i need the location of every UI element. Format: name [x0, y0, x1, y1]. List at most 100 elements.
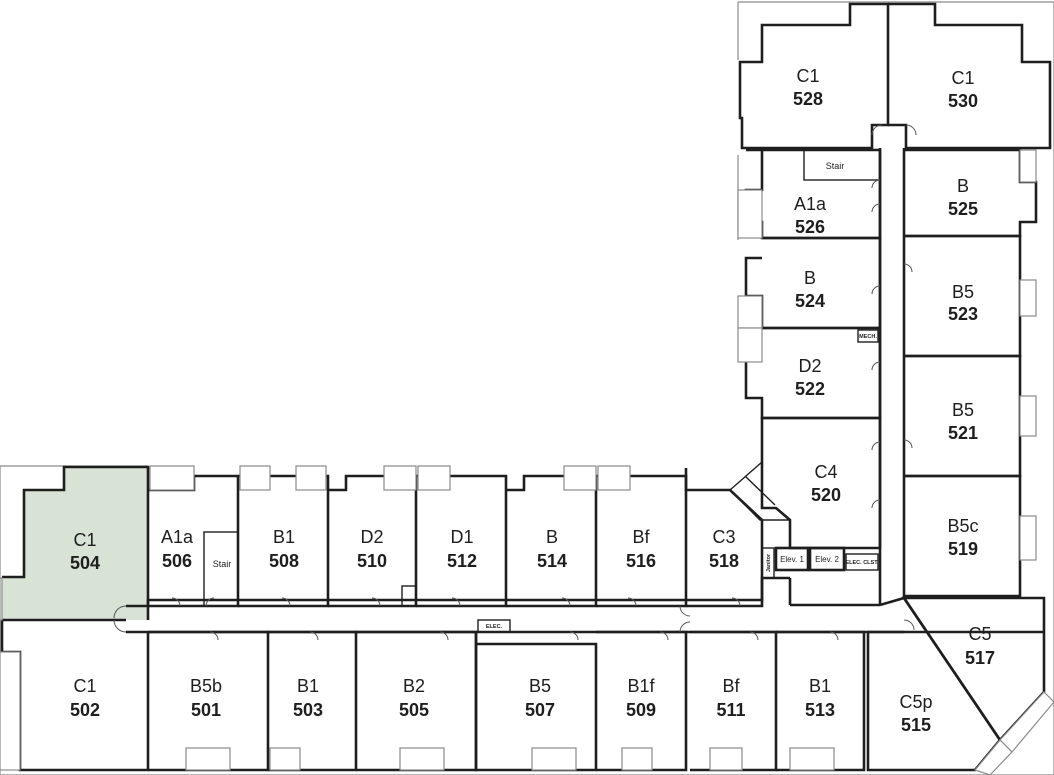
- unit-511[interactable]: Bf 511: [716, 676, 745, 720]
- unit-number-label: 519: [948, 539, 978, 559]
- unit-type-label: B: [957, 176, 969, 196]
- unit-type-label: B1f: [627, 676, 655, 696]
- unit-number-label: 521: [948, 423, 978, 443]
- unit-number-label: 515: [901, 715, 931, 735]
- unit-type-label: C4: [814, 462, 837, 482]
- unit-type-label: C1: [951, 68, 974, 88]
- unit-type-label: B1: [809, 676, 831, 696]
- door-swings: [113, 124, 917, 641]
- unit-type-label: C1: [796, 66, 819, 86]
- west-wing-windows: [0, 465, 835, 771]
- unit-number-label: 512: [447, 551, 477, 571]
- unit-number-label: 509: [626, 700, 656, 720]
- unit-type-label: B1: [297, 676, 319, 696]
- unit-type-label: C5p: [899, 692, 932, 712]
- unit-type-label: A1a: [161, 527, 194, 547]
- north-wing-windows: [737, 149, 1037, 561]
- unit-number-label: 503: [293, 700, 323, 720]
- unit-type-label: D1: [450, 527, 473, 547]
- unit-number-label: 528: [793, 89, 823, 109]
- unit-504-highlight: [2, 467, 148, 620]
- west-wing-walls: [0, 465, 1044, 772]
- unit-number-label: 507: [525, 700, 555, 720]
- unit-number-label: 523: [948, 304, 978, 324]
- unit-type-label: C5: [968, 624, 991, 644]
- unit-type-label: B: [546, 527, 558, 547]
- unit-number-label: 522: [795, 379, 825, 399]
- janitor-label: Janitor: [766, 553, 772, 572]
- unit-type-label: B5: [529, 676, 551, 696]
- unit-type-label: B5: [952, 282, 974, 302]
- unit-type-label: Bf: [722, 676, 740, 696]
- unit-number-label: 501: [191, 700, 221, 720]
- unit-type-label: C3: [712, 527, 735, 547]
- elec-closet-label: ELEC. CLST.: [845, 560, 878, 566]
- unit-number-label: 508: [269, 551, 299, 571]
- elec-label: ELEC.: [486, 624, 503, 630]
- elevator-2-label: Elev. 2: [815, 555, 839, 564]
- unit-type-label: B: [804, 268, 816, 288]
- stair-west-label: Stair: [213, 559, 232, 569]
- unit-number-label: 524: [795, 291, 825, 311]
- unit-type-label: A1a: [794, 194, 827, 214]
- unit-type-label: D2: [798, 356, 821, 376]
- unit-type-label: C1: [73, 530, 96, 550]
- mech-label: MECH.: [859, 334, 877, 340]
- elevator-1-label: Elev. 1: [780, 555, 804, 564]
- unit-number-label: 504: [70, 553, 100, 573]
- north-wing-walls: [728, 2, 1052, 605]
- unit-number-label: 530: [948, 91, 978, 111]
- stair-north-label: Stair: [826, 161, 845, 171]
- unit-number-label: 511: [716, 700, 745, 720]
- unit-type-label: D2: [360, 527, 383, 547]
- unit-524[interactable]: B 524: [795, 268, 825, 311]
- unit-516[interactable]: Bf 516: [626, 527, 656, 571]
- unit-number-label: 525: [948, 199, 978, 219]
- unit-type-label: B5b: [190, 676, 222, 696]
- southeast-corner-walls: [866, 596, 1054, 775]
- unit-number-label: 518: [709, 551, 739, 571]
- unit-number-label: 517: [965, 648, 995, 668]
- unit-number-label: 526: [795, 217, 825, 237]
- unit-525[interactable]: B 525: [948, 176, 978, 219]
- unit-type-label: B5c: [947, 516, 978, 536]
- unit-number-label: 510: [357, 551, 387, 571]
- unit-number-label: 516: [626, 551, 656, 571]
- unit-type-label: B1: [273, 527, 295, 547]
- unit-type-label: C1: [73, 676, 96, 696]
- unit-number-label: 505: [399, 700, 429, 720]
- unit-number-label: 520: [811, 485, 841, 505]
- unit-number-label: 502: [70, 700, 100, 720]
- unit-number-label: 513: [805, 700, 835, 720]
- unit-type-label: B2: [403, 676, 425, 696]
- unit-type-label: B5: [952, 400, 974, 420]
- unit-number-label: 506: [162, 551, 192, 571]
- unit-type-label: Bf: [632, 527, 650, 547]
